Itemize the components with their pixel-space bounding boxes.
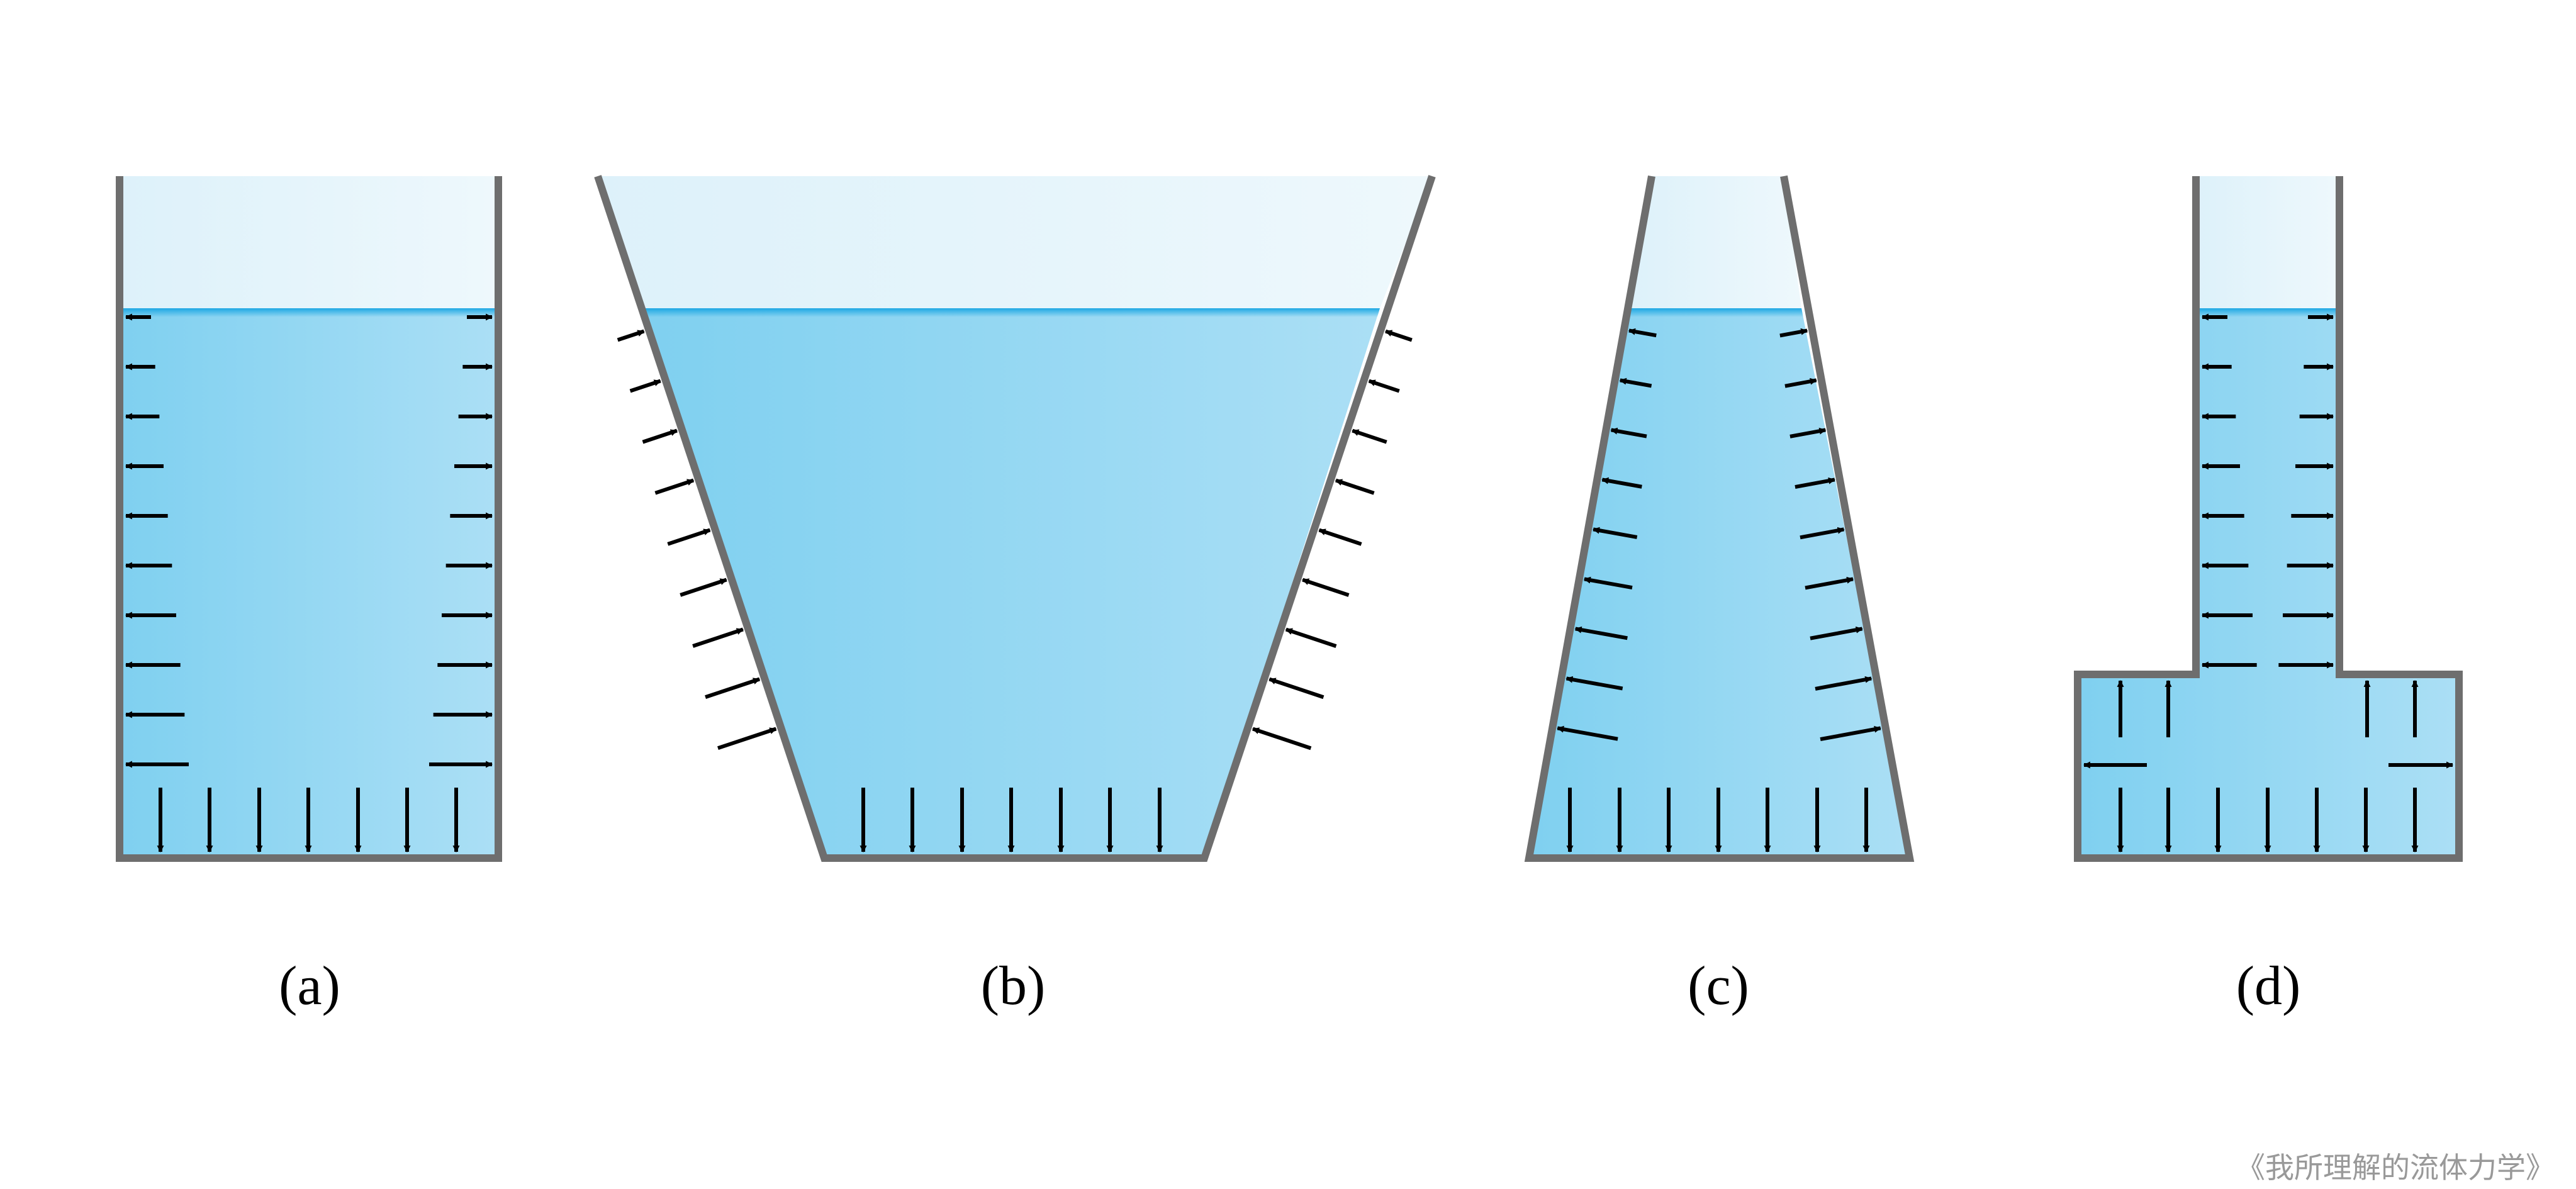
panel-c — [1524, 175, 1915, 862]
panel-c-air — [1631, 176, 1801, 308]
panel-b-air — [598, 176, 1432, 308]
pressure-arrow-icon — [1557, 725, 1618, 741]
panel-a-water — [120, 308, 498, 858]
pressure-arrow-icon — [642, 428, 678, 444]
pressure-arrow-icon — [1601, 477, 1642, 489]
pressure-arrow-icon — [1285, 627, 1337, 648]
panel-c-surface-highlight — [1630, 308, 1803, 317]
pressure-arrow-icon — [717, 727, 777, 751]
source-credit: 《我所理解的流体力学》 — [2236, 1151, 2555, 1185]
pressure-arrow-icon — [1795, 477, 1835, 489]
pressure-arrow-icon — [1800, 527, 1845, 540]
pressure-arrow-icon — [629, 379, 661, 393]
panel-d — [2074, 176, 2463, 862]
panel-c-pressure-arrows — [1557, 328, 1881, 853]
panel-b-surface-highlight — [642, 308, 1380, 317]
pressure-arrow-icon — [705, 677, 761, 699]
pressure-arrow-icon — [1352, 428, 1387, 444]
panel-c-wall — [1524, 175, 1915, 862]
pressure-arrow-icon — [1583, 576, 1633, 590]
panel-a-wall — [116, 176, 502, 862]
pressure-arrow-icon — [1820, 725, 1881, 742]
panel-d-wall — [2074, 176, 2463, 862]
pressure-arrow-icon — [1779, 328, 1808, 338]
panel-b-wall — [594, 175, 1436, 862]
panel-a — [116, 176, 502, 862]
panel-d-surface-highlight — [2196, 308, 2339, 317]
panel-c-water — [1529, 308, 1910, 858]
pressure-arrow-icon — [692, 627, 744, 648]
pressure-arrow-icon — [654, 478, 695, 495]
pressure-arrow-icon — [1628, 328, 1657, 338]
pressure-arrow-icon — [617, 329, 645, 342]
pressure-arrow-icon — [1610, 427, 1647, 438]
panel-a-label: (a) — [279, 956, 340, 1017]
pressure-arrow-icon — [1784, 377, 1817, 388]
panel-b-water — [642, 308, 1380, 858]
pressure-arrow-icon — [1789, 427, 1827, 438]
pressure-arrow-icon — [1810, 626, 1863, 640]
pressure-arrow-icon — [1593, 527, 1638, 539]
pressure-arrow-icon — [1335, 478, 1375, 495]
panel-c-label: (c) — [1688, 956, 1749, 1017]
pressure-arrow-icon — [1619, 377, 1652, 388]
pressure-arrow-icon — [1318, 528, 1362, 546]
pressure-arrow-icon — [1252, 727, 1312, 751]
panel-a-air — [120, 176, 498, 308]
pressure-arrow-icon — [1574, 626, 1628, 640]
pressure-arrow-icon — [1385, 329, 1413, 342]
pressure-arrow-icon — [1368, 379, 1400, 393]
pressure-arrow-icon — [680, 578, 727, 597]
panel-b — [594, 175, 1436, 862]
pressure-arrow-icon — [667, 528, 711, 546]
panel-a-pressure-arrows — [125, 313, 493, 853]
panel-d-label: (d) — [2236, 956, 2301, 1017]
panel-b-label: (b) — [981, 956, 1046, 1017]
pressure-arrow-icon — [1805, 576, 1854, 590]
panel-d-water — [2078, 308, 2459, 858]
pressure-arrow-icon — [1302, 578, 1350, 597]
pressure-arrow-icon — [1268, 677, 1324, 700]
pressure-arrow-icon — [1565, 676, 1623, 691]
panel-a-surface-highlight — [120, 308, 498, 317]
panel-b-pressure-arrows — [617, 329, 1413, 853]
panel-d-pressure-arrows — [2083, 313, 2454, 853]
panel-d-air — [2196, 176, 2339, 308]
pressure-arrow-icon — [1815, 676, 1873, 691]
